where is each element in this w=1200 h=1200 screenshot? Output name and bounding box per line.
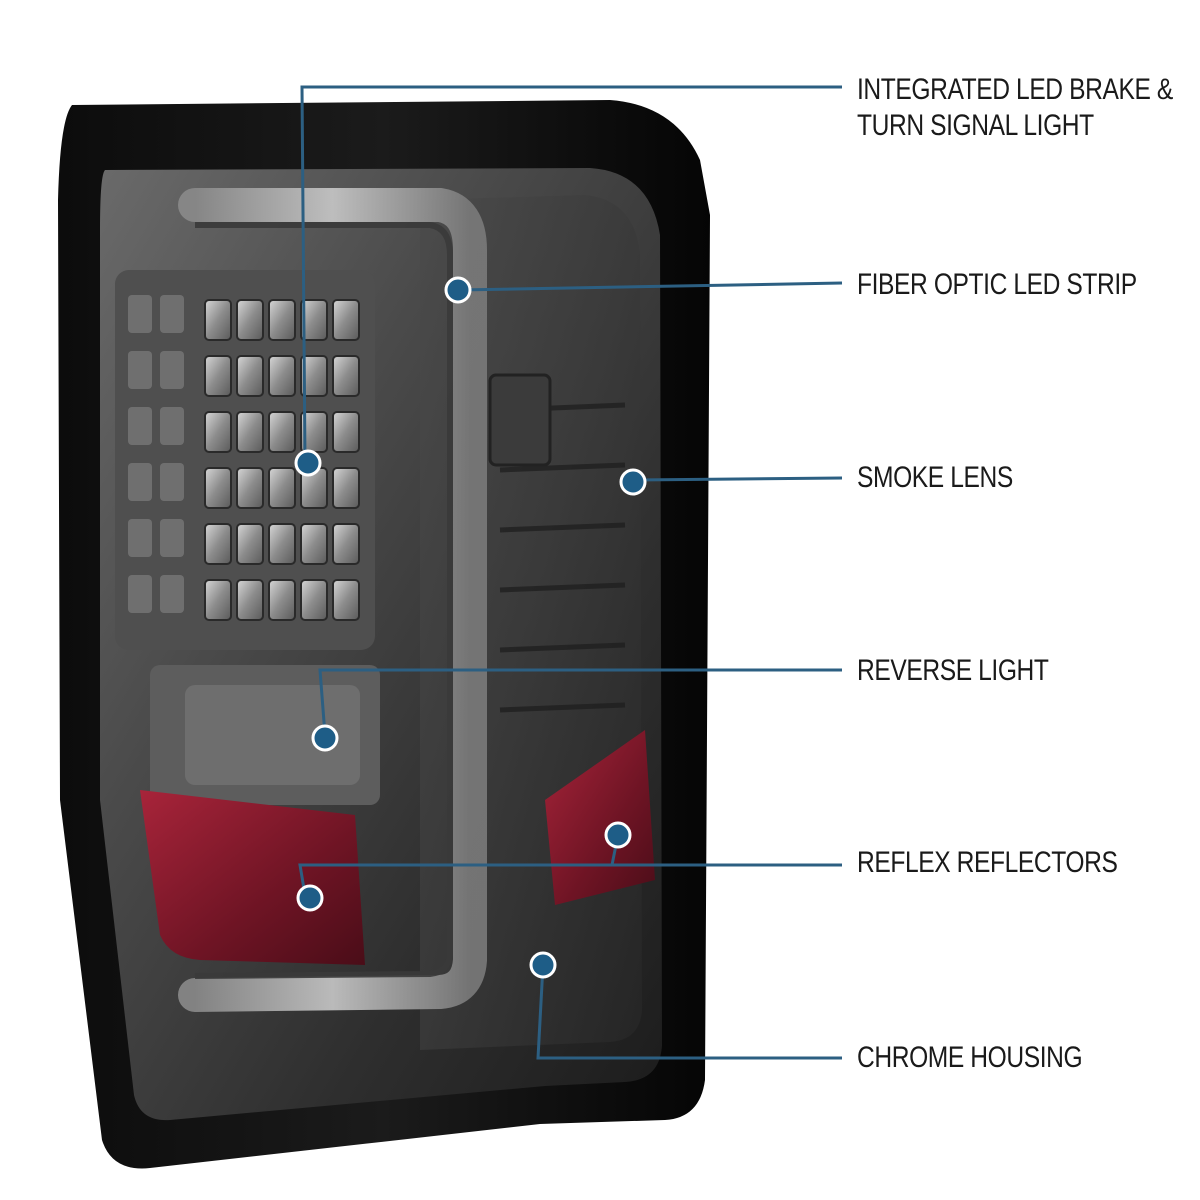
led-grid bbox=[128, 295, 360, 621]
dot-led-brake bbox=[294, 449, 322, 477]
callout-label-reflex-reflectors: REFLEX REFLECTORS bbox=[857, 845, 1118, 881]
led-cell bbox=[332, 411, 360, 453]
dot-reverse-light bbox=[311, 724, 339, 752]
led-cell bbox=[204, 467, 232, 509]
led-cell bbox=[236, 355, 264, 397]
led-cell bbox=[268, 411, 296, 453]
fiber-optic-strip-edge bbox=[194, 222, 453, 979]
callout-label-line: TURN SIGNAL LIGHT bbox=[857, 109, 1094, 142]
callout-dots bbox=[294, 276, 647, 979]
dot-reflex-reflector-right bbox=[604, 821, 632, 849]
led-cell bbox=[332, 579, 360, 621]
led-cell bbox=[268, 299, 296, 341]
led-cell bbox=[160, 407, 184, 445]
led-cell bbox=[300, 355, 328, 397]
led-cell bbox=[204, 299, 232, 341]
led-cell bbox=[236, 411, 264, 453]
led-cell bbox=[128, 519, 152, 557]
led-cell bbox=[300, 523, 328, 565]
led-cell bbox=[160, 351, 184, 389]
led-cell bbox=[160, 463, 184, 501]
reflex-reflector-lower bbox=[140, 790, 365, 965]
led-cell bbox=[268, 579, 296, 621]
led-cell bbox=[160, 295, 184, 333]
callout-label-reverse-light: REVERSE LIGHT bbox=[857, 653, 1049, 689]
connector-block bbox=[488, 373, 552, 467]
led-cell bbox=[204, 411, 232, 453]
led-cell bbox=[300, 579, 328, 621]
led-cell bbox=[236, 299, 264, 341]
callout-label-line: CHROME HOUSING bbox=[857, 1041, 1083, 1074]
led-cell bbox=[128, 351, 152, 389]
dot-fiber-optic bbox=[444, 276, 472, 304]
led-cell bbox=[204, 523, 232, 565]
fiber-optic-strip-shape bbox=[178, 188, 487, 1012]
led-cell bbox=[332, 299, 360, 341]
callout-label-line: INTEGRATED LED BRAKE & bbox=[857, 73, 1173, 106]
led-cell bbox=[300, 299, 328, 341]
led-cell bbox=[128, 295, 152, 333]
dot-reflex-reflector-left bbox=[296, 884, 324, 912]
reflex-reflector-right bbox=[545, 730, 655, 905]
led-cell bbox=[332, 355, 360, 397]
led-cell bbox=[128, 407, 152, 445]
led-cell bbox=[268, 355, 296, 397]
led-cell bbox=[160, 575, 184, 613]
led-cell bbox=[204, 579, 232, 621]
callout-label-smoke-lens: SMOKE LENS bbox=[857, 460, 1013, 496]
led-cell bbox=[268, 467, 296, 509]
led-cell bbox=[268, 523, 296, 565]
callout-label-fiber-optic-strip: FIBER OPTIC LED STRIP bbox=[857, 267, 1137, 303]
led-cell bbox=[332, 523, 360, 565]
led-cell bbox=[332, 467, 360, 509]
callout-label-line: FIBER OPTIC LED STRIP bbox=[857, 268, 1137, 301]
dot-chrome-housing bbox=[529, 951, 557, 979]
callout-label-line: REFLEX REFLECTORS bbox=[857, 846, 1118, 879]
led-cell bbox=[236, 579, 264, 621]
led-cell bbox=[128, 463, 152, 501]
callout-label-chrome-housing: CHROME HOUSING bbox=[857, 1040, 1083, 1076]
led-cell bbox=[236, 523, 264, 565]
led-cell bbox=[128, 575, 152, 613]
reverse-light-inner bbox=[185, 685, 360, 785]
led-cell bbox=[236, 467, 264, 509]
callout-lines bbox=[298, 85, 843, 1060]
led-cell bbox=[204, 355, 232, 397]
callout-label-line: REVERSE LIGHT bbox=[857, 654, 1049, 687]
dot-smoke-lens bbox=[619, 468, 647, 496]
led-cell bbox=[160, 519, 184, 557]
callout-label-led-brake-turn: INTEGRATED LED BRAKE & TURN SIGNAL LIGHT bbox=[857, 72, 1173, 144]
callout-label-line: SMOKE LENS bbox=[857, 461, 1013, 494]
